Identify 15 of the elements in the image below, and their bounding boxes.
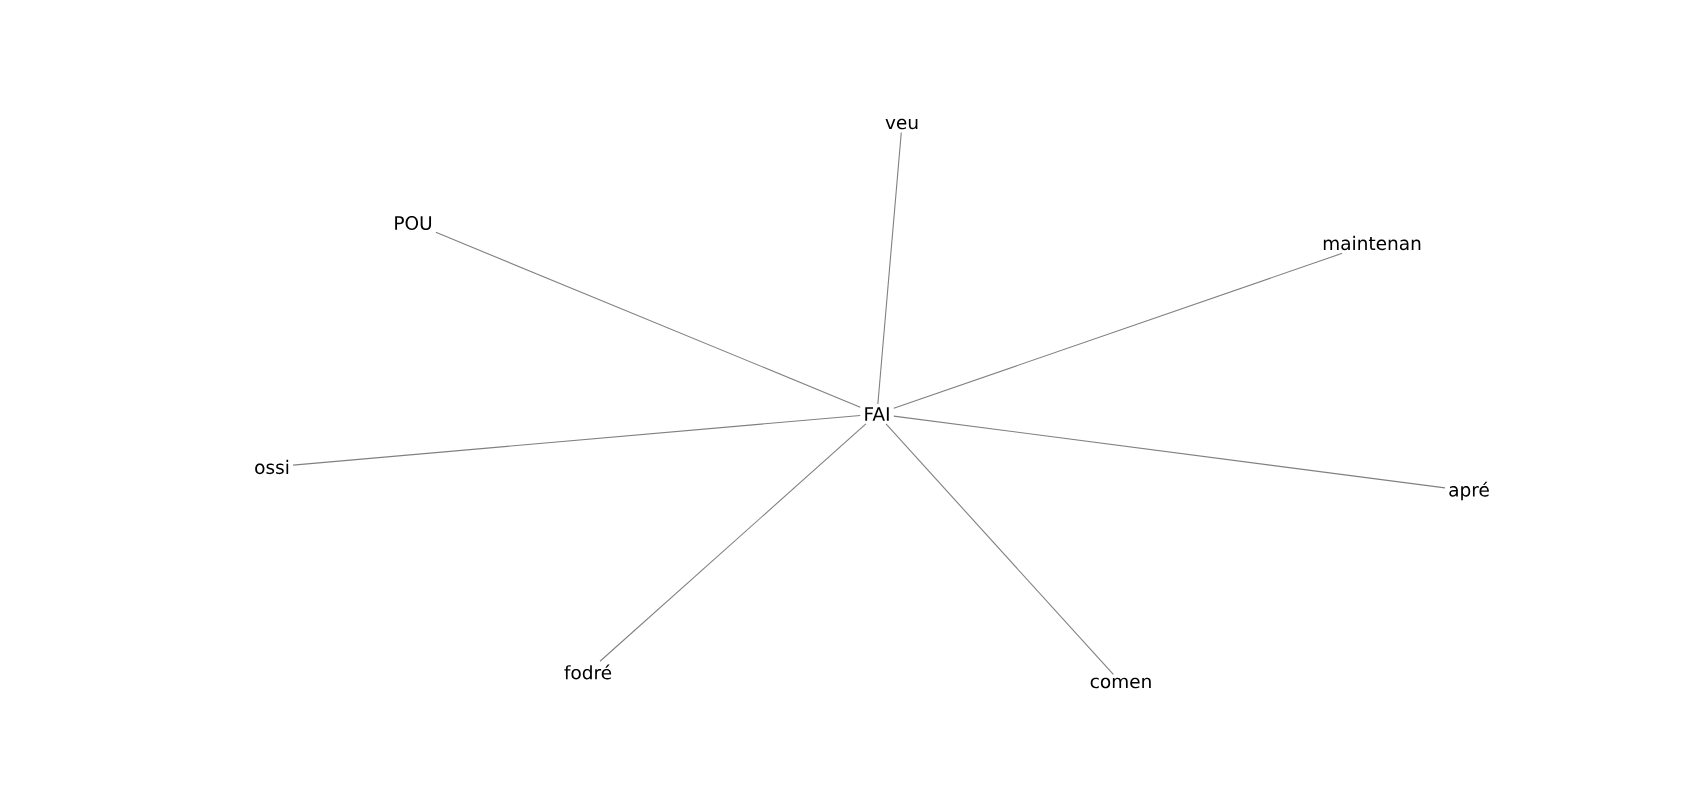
- word-label: ossi: [255, 459, 289, 475]
- word-label: apré: [1449, 481, 1489, 501]
- connector-line: [893, 415, 1446, 489]
- word-label: POU: [395, 216, 432, 230]
- connector-line: [885, 423, 1114, 676]
- word-label: FAI: [865, 407, 889, 421]
- word-label: comen: [1090, 677, 1151, 689]
- connector-line: [435, 231, 861, 408]
- connector-line: [599, 423, 867, 662]
- word-label: veu: [885, 118, 918, 130]
- connector-line: [877, 131, 902, 405]
- word-label: fodré: [564, 664, 612, 680]
- word-label: maintenan: [1323, 235, 1421, 251]
- connector-line: [893, 252, 1343, 409]
- connector-line: [292, 414, 861, 466]
